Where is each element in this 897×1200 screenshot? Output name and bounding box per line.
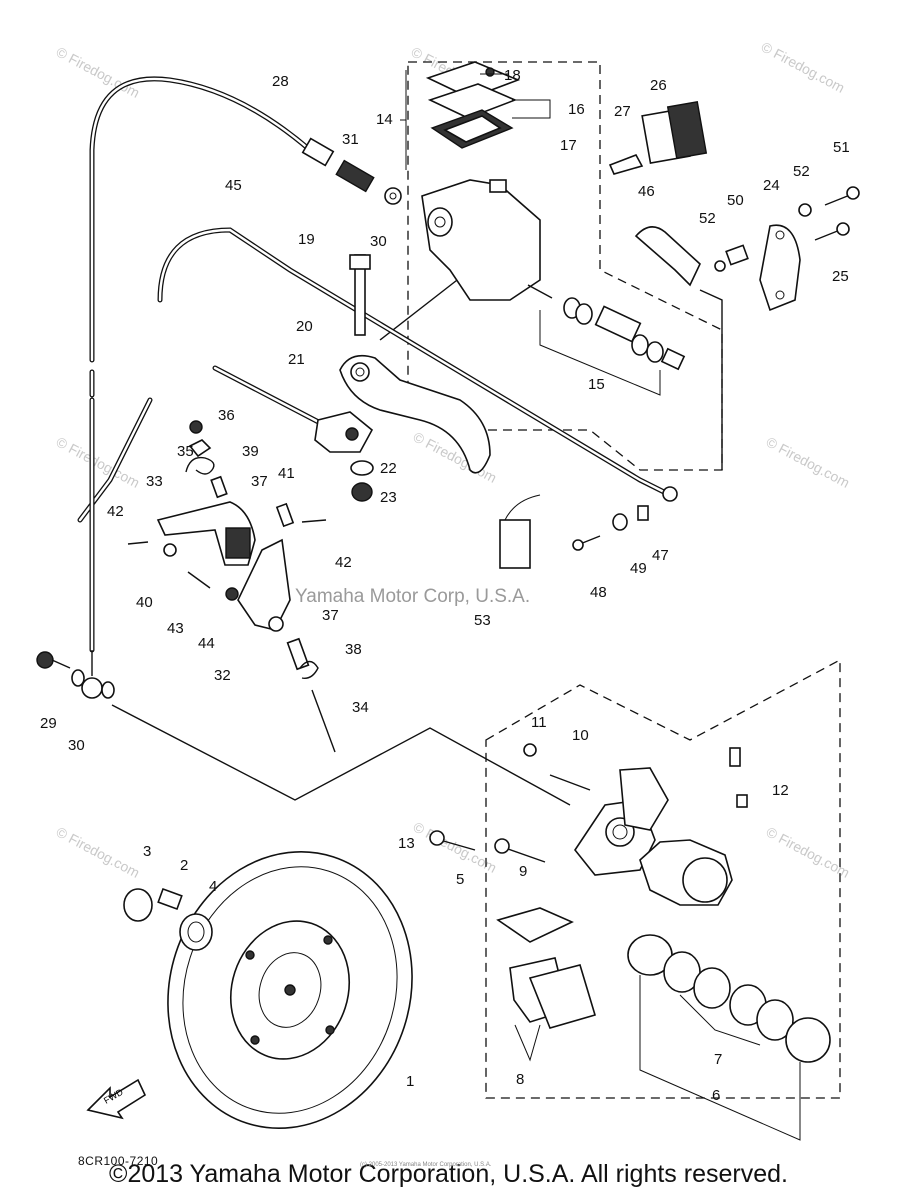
part-number-35: 35 [177, 443, 194, 460]
washer-22-nut-23 [350, 460, 374, 502]
part-number-11: 11 [531, 714, 547, 731]
part-number-52: 52 [699, 210, 716, 227]
bolts-25-51 [814, 186, 860, 241]
part-number-28: 28 [272, 73, 289, 90]
part-number-30: 30 [68, 737, 85, 754]
part-number-25: 25 [832, 268, 849, 285]
part-number-10: 10 [572, 727, 589, 744]
part-number-6: 6 [712, 1087, 720, 1104]
copyright-notice: ©2013 Yamaha Motor Corporation, U.S.A. A… [109, 1160, 788, 1188]
caliper-assembly [429, 743, 748, 906]
small-parts-47-53 [499, 494, 649, 569]
part-number-4: 4 [209, 878, 217, 895]
part-number-3: 3 [143, 843, 151, 860]
cable-45 [157, 227, 678, 502]
firedog-watermark: © Firedog.com [54, 824, 143, 881]
part-number-12: 12 [772, 782, 789, 799]
bracket-24 [634, 203, 812, 312]
part-number-46: 46 [638, 183, 655, 200]
bolt-29-washers-30 [36, 650, 115, 699]
cable-21 [212, 365, 333, 431]
part-number-49: 49 [630, 560, 647, 577]
part-number-48: 48 [590, 584, 607, 601]
part-number-23: 23 [380, 489, 397, 506]
brake-lever-20 [339, 254, 491, 474]
part-number-5: 5 [456, 871, 464, 888]
part-number-37: 37 [251, 473, 268, 490]
clevis-21 [314, 411, 374, 453]
part-number-39: 39 [242, 443, 259, 460]
part-number-7: 7 [714, 1051, 722, 1068]
part-number-20: 20 [296, 318, 313, 335]
part-number-29: 29 [40, 715, 57, 732]
piston-kit-15 [527, 284, 686, 396]
part-number-40: 40 [136, 594, 153, 611]
part-number-1: 1 [406, 1073, 414, 1090]
part-number-47: 47 [652, 547, 669, 564]
part-number-32: 32 [214, 667, 231, 684]
part-number-38: 38 [345, 641, 362, 658]
firedog-watermark: © Firedog.com [759, 39, 848, 96]
brake-switch-26 [608, 100, 708, 175]
part-number-51: 51 [833, 139, 850, 156]
master-cylinder-body [421, 179, 541, 301]
group-brackets [400, 70, 551, 170]
part-number-36: 36 [218, 407, 235, 424]
part-number-50: 50 [727, 192, 744, 209]
small-parts-35-44 [127, 420, 336, 753]
part-number-41: 41 [278, 465, 295, 482]
part-number-26: 26 [650, 77, 667, 94]
part-number-18: 18 [504, 67, 521, 84]
part-number-30: 30 [370, 233, 387, 250]
pistons-seals-6-7 [627, 934, 831, 1141]
caliper-group-outline [485, 658, 841, 1099]
master-cylinder-cap [425, 61, 521, 149]
brake-pads-8-9 [496, 907, 596, 1062]
part-number-13: 13 [398, 835, 415, 852]
brake-disc-1 [167, 850, 413, 1130]
cam-arm-33 [156, 501, 256, 566]
part-number-31: 31 [342, 131, 359, 148]
part-number-8: 8 [516, 1071, 524, 1088]
diagram-code: 8CR100-7210 [78, 1154, 159, 1168]
leader-lines [111, 269, 723, 806]
firedog-watermark: © Firedog.com [764, 824, 853, 881]
part-number-17: 17 [560, 137, 577, 154]
part-number-9: 9 [519, 863, 527, 880]
part-number-42: 42 [335, 554, 352, 571]
firedog-watermark: © Firedog.com [764, 434, 853, 491]
tiny-copyright: (c) 2005-2013 Yamaha Motor Corporation, … [360, 1162, 492, 1168]
part-number-45: 45 [225, 177, 242, 194]
part-number-21: 21 [288, 351, 305, 368]
part-number-37: 37 [322, 607, 339, 624]
fwd-arrow: FWD [86, 1078, 147, 1120]
part-number-34: 34 [352, 699, 369, 716]
part-number-52: 52 [793, 163, 810, 180]
part-number-53: 53 [474, 612, 491, 629]
part-number-27: 27 [614, 103, 631, 120]
part-number-14: 14 [376, 111, 393, 128]
firedog-watermark: © Firedog.com [54, 44, 143, 101]
part-number-43: 43 [167, 620, 184, 637]
part-number-24: 24 [763, 177, 780, 194]
part-number-15: 15 [588, 376, 605, 393]
part-number-19: 19 [298, 231, 315, 248]
part-number-2: 2 [180, 857, 188, 874]
parts-2-3-4 [123, 887, 213, 951]
brake-cable-28 [77, 76, 402, 653]
part-number-44: 44 [198, 635, 215, 652]
part-number-22: 22 [380, 460, 397, 477]
part-number-16: 16 [568, 101, 585, 118]
part-number-33: 33 [146, 473, 163, 490]
center-watermark: Yamaha Motor Corp, U.S.A. [295, 586, 530, 607]
part-number-42: 42 [107, 503, 124, 520]
